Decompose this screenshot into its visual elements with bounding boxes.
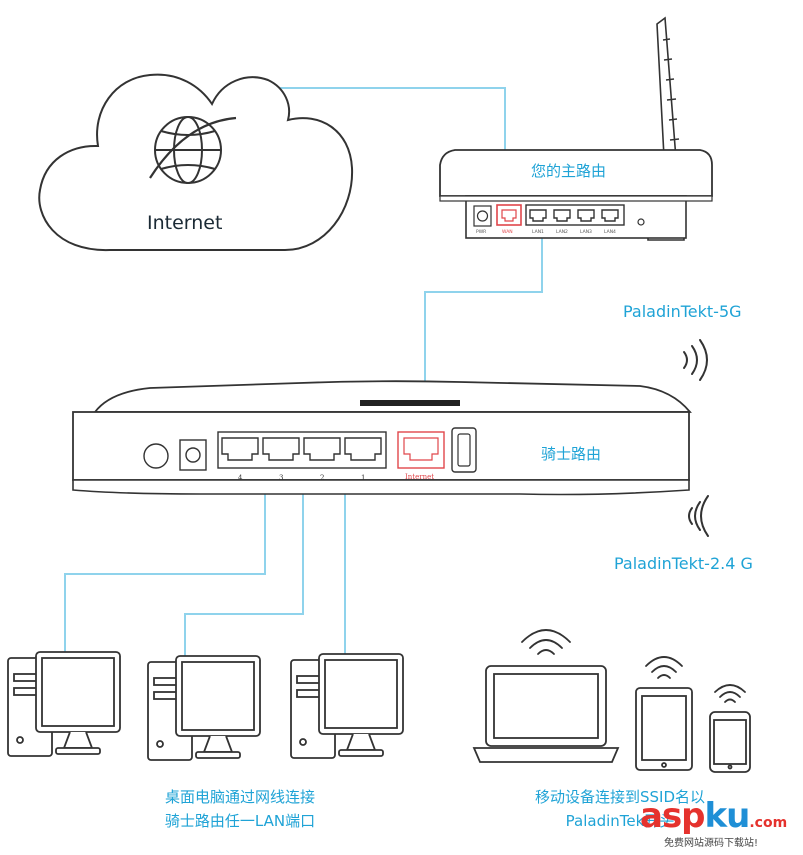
wifi-tablet-icon [645, 656, 683, 679]
main-wan-port [496, 204, 522, 226]
main-lan-ports [525, 204, 625, 226]
desktop-pc-icon [290, 653, 404, 759]
power-button-icon [143, 443, 169, 469]
watermark-part3: .com [749, 815, 788, 831]
cloud-label: Internet [147, 212, 223, 234]
globe-icon [149, 116, 237, 184]
wifi-phone-icon [714, 684, 746, 703]
knight-lan-ports [217, 431, 387, 469]
knight-port-label: 4 [238, 474, 243, 482]
internet-cloud [38, 73, 354, 252]
knight-router-label: 骑士路由 [541, 445, 602, 463]
mobile-caption-line1: 移动设备连接到SSID名以 [534, 788, 706, 806]
knight-router: 4 3 2 1 Internet [72, 380, 692, 496]
mobile-devices [472, 629, 751, 773]
mobile-caption: 移动设备连接到SSID名以 PaladinTek开头 [520, 785, 720, 833]
main-port-label: PWR [476, 229, 486, 235]
knight-router-base [72, 479, 690, 496]
desktop-caption: 桌面电脑通过网线连接 骑士路由任一LAN端口 [140, 785, 340, 833]
desktop-computers [7, 651, 404, 761]
wifi-signals [683, 339, 709, 537]
watermark-text: aspku.com [640, 796, 787, 836]
reset-button-icon [637, 218, 645, 226]
main-port-label: LAN4 [604, 229, 616, 235]
desktop-caption-line2: 骑士路由任一LAN端口 [164, 812, 316, 830]
ssid-5g-label: PaladinTekt-5G [623, 302, 742, 321]
watermark-part2: ku [704, 796, 751, 836]
knight-port-label: 1 [361, 474, 365, 482]
knight-port-label: 3 [279, 474, 283, 482]
cloud-shape [38, 73, 354, 252]
wifi-5g-icon [683, 339, 708, 381]
dc-jack-icon [179, 439, 207, 471]
knight-port-label: 2 [320, 474, 324, 482]
wifi-laptop-icon [521, 629, 571, 655]
cable-lan4-to-pc1 [64, 462, 266, 652]
mobile-caption-line2: PaladinTek开头 [565, 812, 675, 830]
watermark-logo: aspku.com 免费网站源码下载站! [640, 796, 800, 849]
main-port-label: LAN2 [556, 229, 568, 235]
wifi-24g-icon [688, 495, 709, 537]
usb-port-icon [451, 427, 477, 473]
desktop-pc-icon [7, 651, 121, 757]
laptop-icon [472, 665, 620, 763]
main-router: PWR WAN LAN1 LAN2 LAN3 LAN4 [439, 16, 713, 241]
ssid-24g-label: PaladinTekt-2.4 G [614, 554, 753, 573]
cable-main-lan-to-knight-internet [424, 226, 543, 440]
knight-port-label: Internet [405, 473, 434, 481]
desktop-caption-line1: 桌面电脑通过网线连接 [164, 788, 315, 806]
main-port-label: WAN [502, 229, 513, 235]
watermark-part1: asp [640, 796, 706, 836]
knight-router-top [93, 380, 692, 413]
desktop-pc-icon [147, 655, 261, 761]
main-port-label: LAN3 [580, 229, 592, 235]
main-router-label: 您的主路由 [531, 162, 607, 180]
cable-lan3-to-pc2 [184, 462, 304, 657]
knight-internet-port [397, 431, 445, 469]
phone-icon [709, 711, 751, 773]
watermark-sub: 免费网站源码下载站! [664, 838, 759, 849]
power-jack-icon [473, 205, 492, 227]
main-port-label: LAN1 [532, 229, 544, 235]
tablet-icon [635, 687, 693, 771]
